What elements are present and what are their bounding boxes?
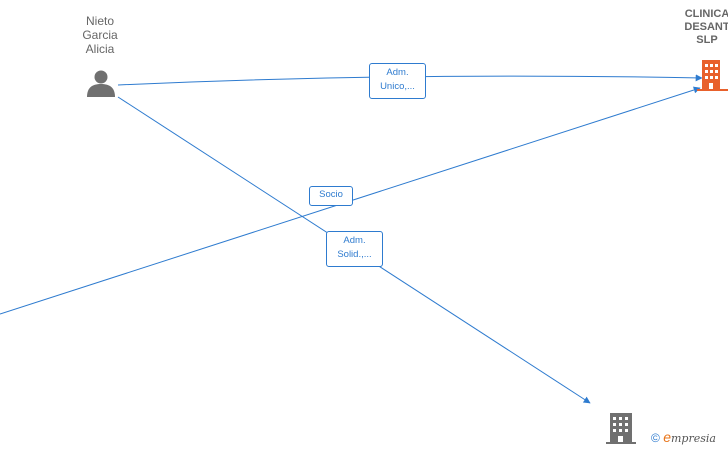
edge-label-adm-solid[interactable]: Adm. Solid.,... bbox=[326, 231, 383, 267]
person-icon[interactable] bbox=[87, 70, 115, 98]
company-name-label[interactable]: CLINICA DESANT SLP bbox=[684, 8, 728, 46]
brand-logo-initial: e bbox=[663, 429, 671, 445]
copyright-watermark: © empresia bbox=[651, 429, 716, 445]
brand-logo-text: mpresia bbox=[670, 432, 716, 445]
edge-label-adm-unico[interactable]: Adm. Unico,... bbox=[369, 63, 426, 99]
copyright-symbol: © bbox=[651, 431, 660, 445]
building-icon[interactable] bbox=[606, 413, 636, 444]
person-name-label[interactable]: Nieto Garcia Alicia bbox=[82, 14, 118, 56]
building-icon[interactable] bbox=[697, 60, 728, 91]
edge-label-socio[interactable]: Socio bbox=[309, 186, 353, 206]
